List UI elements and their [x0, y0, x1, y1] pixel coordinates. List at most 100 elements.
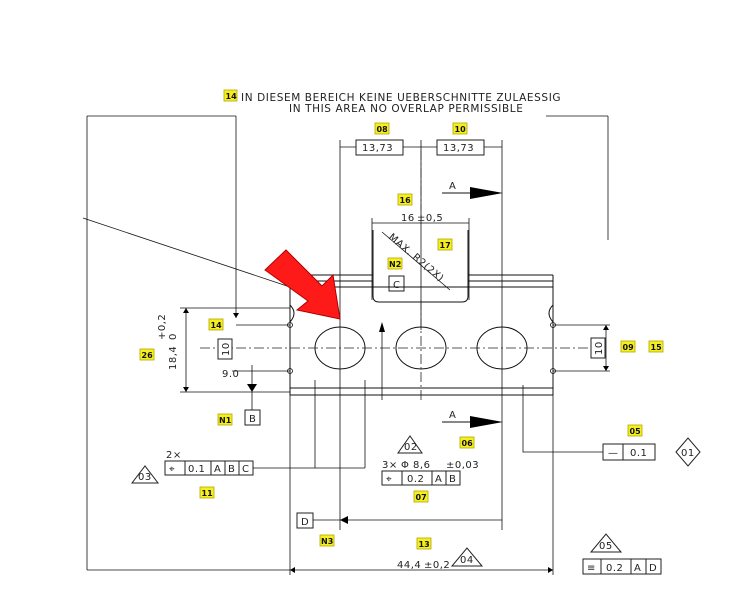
- red-callout-arrow-icon: [264, 249, 341, 320]
- right-dim-lines: [553, 324, 610, 372]
- svg-text:09: 09: [623, 343, 635, 352]
- fcf-left-multiplier: 2×: [166, 450, 182, 461]
- fcf-sym-tol: 0.2: [606, 563, 623, 574]
- fcf-mid-d2: B: [449, 474, 456, 485]
- tag-11: 11: [199, 486, 215, 499]
- tag-n3: N3: [319, 534, 335, 547]
- right-dim-arrow-bottom: [603, 366, 609, 371]
- part-outline: [289, 275, 554, 396]
- dim-18-lines: [180, 307, 290, 393]
- section-a-top-arrow: [470, 187, 503, 199]
- tag-08: 08: [374, 122, 390, 135]
- diamond-01: [675, 437, 701, 467]
- fcf-mid-d1: A: [435, 474, 442, 485]
- svg-text:08: 08: [377, 125, 389, 134]
- tag-n2: N2: [387, 257, 403, 270]
- dim-18-arrow-bottom: [183, 387, 189, 392]
- datum-c-arrow: [379, 322, 385, 332]
- triangle-02: [397, 435, 423, 454]
- svg-text:16: 16: [400, 196, 412, 205]
- note-german: IN DIESEM BEREICH KEINE UEBERSCHNITTE ZU…: [241, 92, 561, 104]
- triangle-04-label: 04: [460, 555, 474, 566]
- svg-text:N1: N1: [219, 416, 232, 425]
- dim-14-leader: [235, 116, 290, 326]
- fcf-left-d2: B: [228, 464, 235, 475]
- tag-06: 06: [459, 436, 475, 449]
- svg-text:15: 15: [651, 343, 663, 352]
- svg-text:11: 11: [202, 489, 214, 498]
- left-note-box: [217, 338, 233, 360]
- overall-arrow-right: [548, 567, 553, 573]
- fcf-sym-d2-cell: [645, 558, 662, 575]
- datum-b-label: B: [249, 414, 256, 425]
- dim-16-value: 16: [401, 213, 415, 224]
- slot-outline: [372, 230, 469, 303]
- right-note-box: [590, 337, 606, 359]
- triangle-05-label: 05: [599, 541, 613, 552]
- datum-d-label: D: [301, 517, 309, 528]
- section-a-top: A: [449, 181, 456, 192]
- svg-text:N3: N3: [321, 537, 333, 546]
- dim-16-tol: ±0,5: [417, 213, 443, 224]
- diamond-01-label: 01: [681, 448, 695, 459]
- fcf-mid-symbol: ⌖: [386, 474, 392, 485]
- triangle-05: [589, 533, 623, 553]
- svg-text:07: 07: [416, 493, 427, 502]
- fcf-left-d1: A: [214, 464, 221, 475]
- fcf-sym-symbol: ≡: [587, 563, 596, 574]
- datum-d: [296, 512, 314, 529]
- fcf-flat-symbol: —: [608, 448, 619, 459]
- tag-26: 26: [139, 348, 155, 361]
- svg-text:14: 14: [226, 92, 238, 101]
- overall-arrow-left: [290, 567, 295, 573]
- dim-18-tol-upper: +0,2: [157, 314, 168, 340]
- triangle-02-label: 02: [404, 442, 418, 453]
- dim-9-lines: [232, 365, 290, 384]
- dim-10-value: 13,73: [443, 143, 474, 154]
- tag-09: 09: [620, 340, 636, 353]
- fcf-left-d3: C: [242, 464, 249, 475]
- dim-16-line: [371, 218, 470, 300]
- dim-box-08: [355, 139, 404, 156]
- dim-box-10: [436, 139, 485, 156]
- dim-9-value: 9.0: [222, 369, 239, 380]
- dim-18-tol-lower: 0: [168, 333, 179, 340]
- radius-leader: [381, 231, 451, 291]
- datum-b: [244, 409, 261, 426]
- holes-value: Φ 8,6: [401, 460, 430, 471]
- fcf-mid-tol: 0.2: [407, 474, 424, 485]
- tag-15: 15: [648, 340, 664, 353]
- triangle-03-label: 03: [138, 472, 152, 483]
- datum-c-label: C: [393, 280, 400, 291]
- triangle-03: [130, 465, 160, 484]
- right-note-box-value: 10: [594, 341, 605, 355]
- fcf-sym-d2: D: [649, 563, 657, 574]
- svg-text:26: 26: [142, 351, 154, 360]
- datum-b-triangle: [247, 384, 257, 392]
- dim-14-arrow: [233, 313, 239, 318]
- part-side-notches: [289, 304, 554, 323]
- overall-value: 44,4: [397, 560, 421, 571]
- svg-text:17: 17: [440, 241, 451, 250]
- note-english: IN THIS AREA NO OVERLAP PERMISSIBLE: [289, 103, 523, 115]
- svg-text:N2: N2: [389, 260, 401, 269]
- tag-07: 07: [413, 490, 429, 503]
- tag-17: 17: [437, 238, 453, 251]
- dim-08-value: 13,73: [362, 143, 393, 154]
- tag-14-top: 14: [223, 89, 238, 102]
- tag-13: 13: [416, 537, 432, 550]
- section-a-bottom: A: [449, 410, 456, 421]
- note-area-frame: [86, 115, 609, 571]
- svg-text:06: 06: [462, 439, 474, 448]
- tag-05: 05: [627, 424, 643, 437]
- triangle-04: [450, 547, 484, 567]
- svg-text:10: 10: [455, 125, 467, 134]
- svg-text:13: 13: [419, 540, 430, 549]
- left-note-box-value: 10: [221, 342, 232, 356]
- svg-text:05: 05: [630, 427, 642, 436]
- fcf-flat-tol: 0.1: [630, 448, 647, 459]
- tag-10: 10: [452, 122, 468, 135]
- fcf-left-symbol: ⌖: [169, 464, 175, 475]
- holes-prefix: 3×: [382, 460, 398, 471]
